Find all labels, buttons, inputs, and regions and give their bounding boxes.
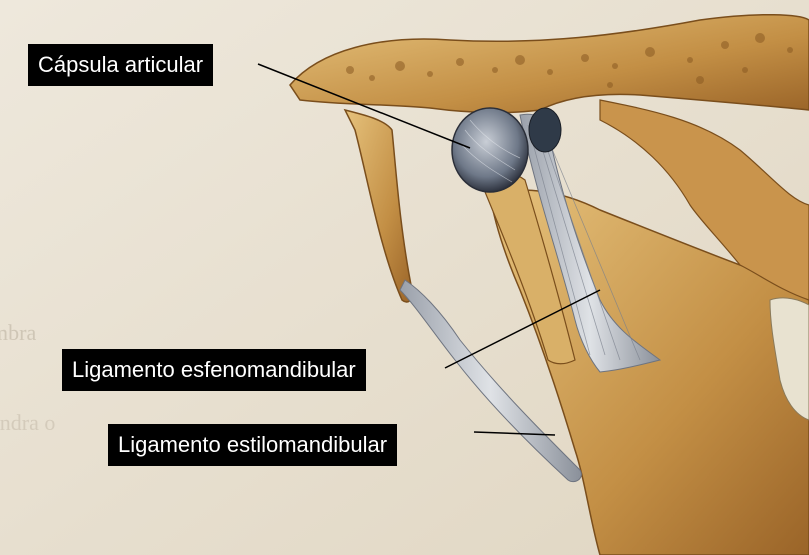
- articular-capsule: [452, 108, 528, 192]
- label-ligamento-estilomandibular: Ligamento estilomandibular: [108, 424, 397, 466]
- label-ligamento-esfenomandibular: Ligamento esfenomandibular: [62, 349, 366, 391]
- faded-print-text: ombra: [0, 320, 36, 345]
- faded-print-text-2: endra o: [0, 410, 55, 435]
- label-capsula-articular: Cápsula articular: [28, 44, 213, 86]
- capsule-dark-part: [529, 108, 561, 152]
